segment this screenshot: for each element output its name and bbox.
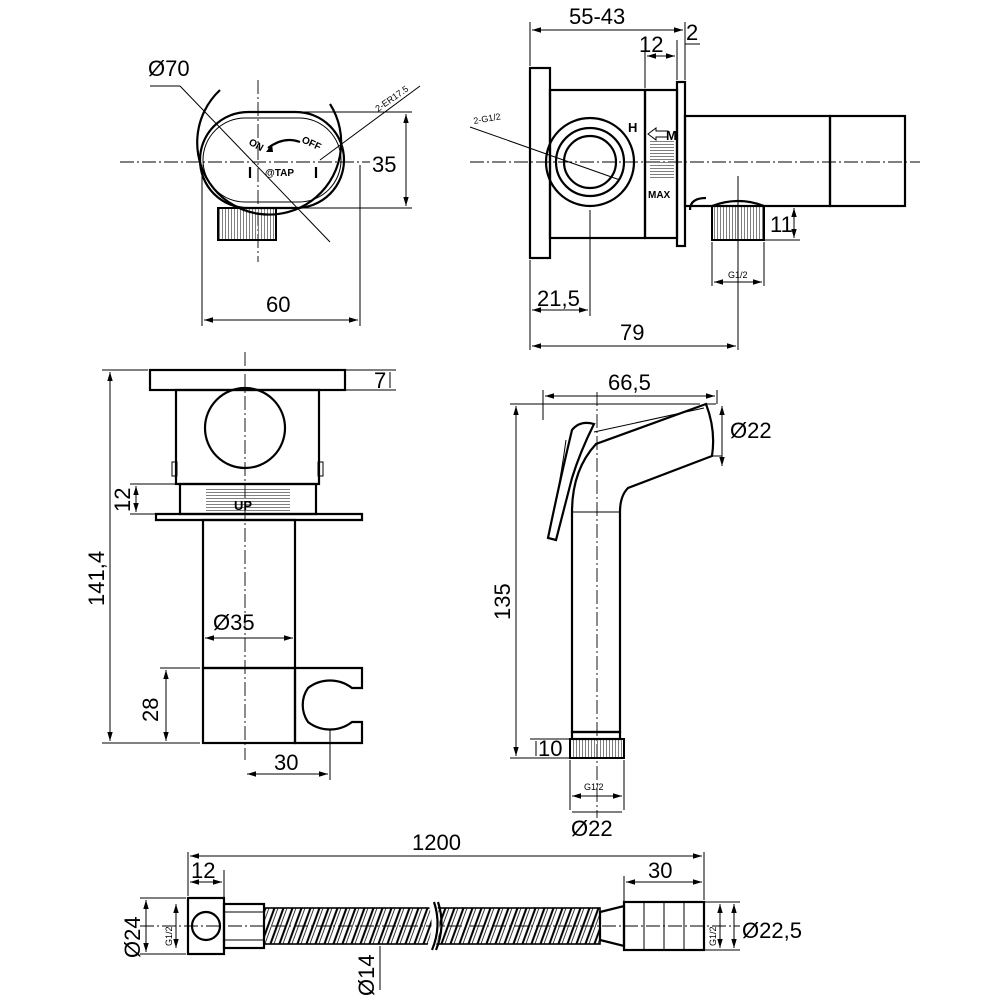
sprayer-view: 66,5 Ø22 135 10 G1/2 Ø22: [490, 370, 772, 841]
off-label: OFF: [300, 135, 323, 153]
port-label: 2-G1/2: [473, 111, 502, 126]
dim-dia22-base: Ø22: [571, 816, 613, 841]
front-view: ON OFF @TAP Ø70 2-ER17.5 35 60: [120, 56, 421, 326]
thread-er-label: 2-ER17.5: [373, 84, 410, 114]
thread-g12-sprayer: G1/2: [584, 782, 604, 792]
dim-12-side: 12: [639, 32, 663, 57]
dim-dia35: Ø35: [213, 610, 255, 635]
dim-30-bottom: 30: [274, 750, 298, 775]
dim-55-43: 55-43: [569, 4, 625, 29]
dim-1200: 1200: [412, 830, 461, 855]
dim-7: 7: [374, 368, 386, 393]
h-mark: H: [628, 120, 637, 135]
hose-view: 1200 12 30 Ø24 G1/2 Ø14 G1/2 Ø22,5: [120, 830, 802, 996]
dim-60: 60: [266, 292, 290, 317]
dim-11: 11: [770, 212, 793, 237]
dim-28: 28: [138, 698, 163, 722]
dim-dia14: Ø14: [354, 954, 379, 996]
dim-30-hose: 30: [648, 858, 672, 883]
m-mark: M: [666, 128, 677, 143]
max-mark: MAX: [648, 190, 671, 201]
side-view: H M MAX 2-G1/2 55-43 12 2 11 G1/2: [469, 4, 920, 350]
dim-dia22-head: Ø22: [730, 418, 772, 443]
brand-label: @TAP: [265, 168, 294, 179]
dim-10: 10: [538, 736, 562, 761]
dim-35: 35: [372, 152, 396, 177]
on-label: ON: [247, 137, 265, 154]
dim-2-side: 2: [686, 20, 698, 45]
dim-79: 79: [620, 320, 644, 345]
up-mark: UP: [234, 498, 252, 513]
dim-66-5: 66,5: [608, 370, 651, 395]
dim-dia22-5: Ø22,5: [742, 918, 802, 943]
dim-21-5: 21,5: [537, 286, 580, 311]
dim-12-hose: 12: [191, 858, 215, 883]
dim-12-bottom: 12: [110, 488, 135, 512]
thread-g12-hose-left: G1/2: [164, 926, 174, 946]
dim-141-4: 141,4: [84, 551, 109, 606]
dim-135: 135: [490, 583, 515, 620]
thread-g12-hose-right: G1/2: [708, 926, 718, 946]
dim-dia70: Ø70: [148, 56, 190, 81]
dim-dia24: Ø24: [120, 916, 145, 958]
bottom-view: UP 7 12 141,4 Ø35 28 30: [84, 352, 396, 780]
